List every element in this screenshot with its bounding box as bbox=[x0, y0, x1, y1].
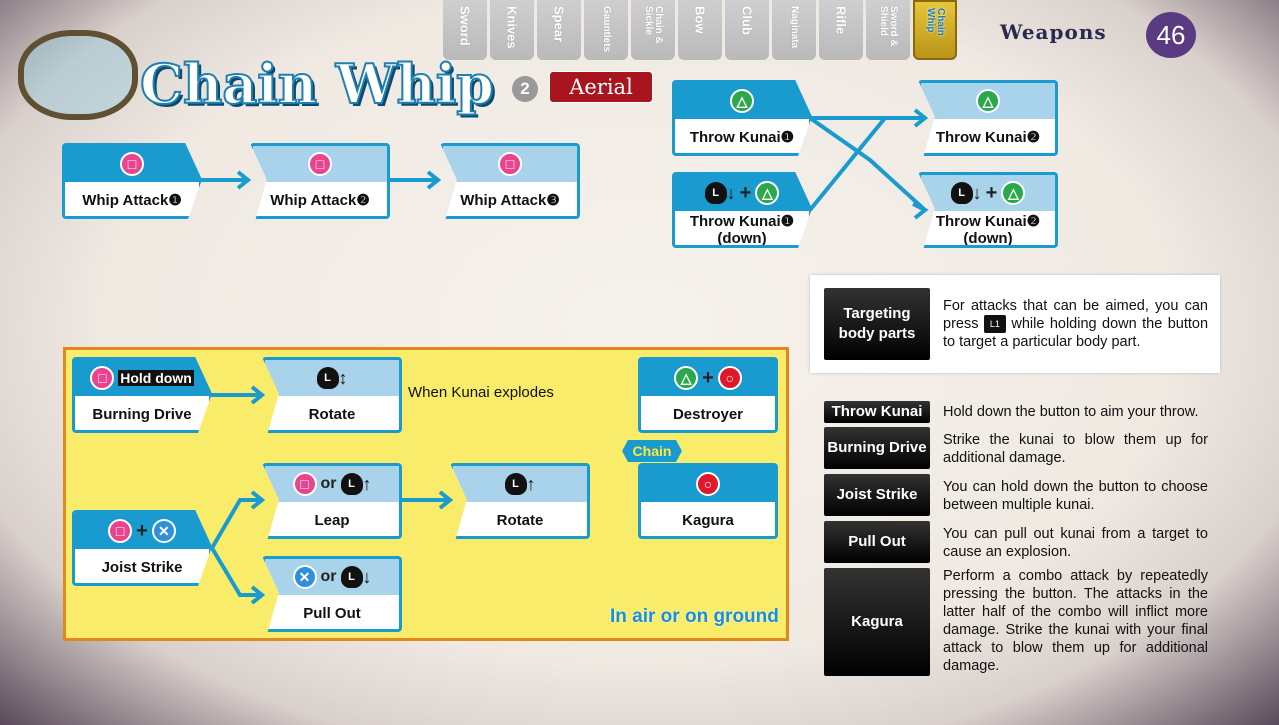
weapon-tabs: Sword Knives Spear Gauntlets Chain & Sic… bbox=[443, 0, 957, 60]
left-stick-up-icon: L↑ bbox=[340, 473, 372, 495]
move-destroyer: △+○ Destroyer bbox=[638, 357, 778, 433]
tab-gauntlets[interactable]: Gauntlets bbox=[584, 0, 628, 60]
info-text: while holding down the button to target … bbox=[943, 316, 1209, 351]
square-button-icon: □ bbox=[90, 366, 115, 390]
move-label: Pull Out bbox=[303, 605, 361, 622]
move-throw-kunai-1: △ Throw Kunai❶ bbox=[672, 80, 812, 156]
chain-badge: Chain bbox=[622, 440, 682, 462]
cross-button-icon: ✕ bbox=[292, 565, 317, 589]
plus: + bbox=[739, 181, 752, 204]
l1-button-icon: L1 bbox=[983, 315, 1006, 334]
tab-sword-shield[interactable]: Sword & Shield bbox=[866, 0, 910, 60]
move-rotate-1: L↕ Rotate bbox=[262, 357, 402, 433]
tab-bow[interactable]: Bow bbox=[678, 0, 722, 60]
move-throw-kunai-2-down: L↓+△ Throw Kunai❷ (down) bbox=[918, 172, 1058, 248]
move-label: Throw Kunai❷ (down) bbox=[935, 212, 1041, 247]
circle-button-icon: ○ bbox=[696, 472, 720, 496]
square-button-icon: □ bbox=[108, 519, 133, 543]
glossary-term: Joist Strike bbox=[824, 474, 930, 516]
move-label: Throw Kunai❷ bbox=[935, 129, 1041, 146]
or-label: or bbox=[320, 475, 337, 492]
move-label: Throw Kunai❶ bbox=[689, 129, 795, 146]
glossary-desc: Perform a combo attack by repeatedly pre… bbox=[943, 568, 1208, 674]
triangle-button-icon: △ bbox=[1001, 181, 1026, 205]
page-title: Chain Whip bbox=[139, 51, 495, 117]
or-label: or bbox=[320, 568, 337, 585]
triangle-button-icon: △ bbox=[674, 366, 699, 390]
move-label: Destroyer bbox=[672, 406, 744, 423]
move-label: Joist Strike bbox=[101, 559, 183, 576]
glossary-desc: You can hold down the button to choose b… bbox=[943, 479, 1208, 513]
plus: + bbox=[136, 519, 148, 542]
move-label: Kagura bbox=[682, 512, 734, 529]
section-title: Weapons bbox=[1000, 20, 1107, 44]
tab-club[interactable]: Club bbox=[725, 0, 769, 60]
glossary-desc: Strike the kunai to blow them up for add… bbox=[943, 432, 1208, 466]
move-whip-attack-2: □ Whip Attack❷ bbox=[250, 143, 390, 219]
tab-rifle[interactable]: Rifle bbox=[819, 0, 863, 60]
plus: + bbox=[702, 366, 714, 389]
tab-naginata[interactable]: Naginata bbox=[772, 0, 816, 60]
triangle-button-icon: △ bbox=[976, 89, 1000, 113]
move-label: Throw Kunai❶ (down) bbox=[689, 212, 795, 247]
cross-button-icon: ✕ bbox=[151, 519, 176, 543]
move-whip-attack-3: □ Whip Attack❸ bbox=[440, 143, 580, 219]
arrow bbox=[200, 170, 252, 190]
square-button-icon: □ bbox=[498, 152, 522, 176]
left-stick-down-icon: L↓ bbox=[340, 566, 372, 588]
move-throw-kunai-2: △ Throw Kunai❷ bbox=[918, 80, 1058, 156]
left-stick-up-icon: L↑ bbox=[504, 473, 536, 495]
chain-whip-logo-icon bbox=[18, 30, 138, 120]
square-button-icon: □ bbox=[120, 152, 144, 176]
tab-chain-whip[interactable]: Chain Whip bbox=[913, 0, 957, 60]
move-label: Whip Attack❷ bbox=[270, 192, 370, 209]
square-button-icon: □ bbox=[308, 152, 332, 176]
plus: + bbox=[985, 181, 998, 204]
in-air-note: In air or on ground bbox=[610, 606, 779, 627]
targeting-info: Targeting body parts For attacks that ca… bbox=[810, 275, 1220, 373]
circle-button-icon: ○ bbox=[717, 366, 742, 390]
move-label: Burning Drive bbox=[92, 406, 192, 423]
triangle-button-icon: △ bbox=[755, 181, 780, 205]
move-rotate-2: L↑ Rotate bbox=[450, 463, 590, 539]
move-label: Rotate bbox=[308, 406, 356, 423]
explode-note: When Kunai explodes bbox=[408, 384, 554, 401]
tab-knives[interactable]: Knives bbox=[490, 0, 534, 60]
left-stick-updown-icon: L↕ bbox=[316, 367, 348, 389]
move-throw-kunai-1-down: L↓+△ Throw Kunai❶ (down) bbox=[672, 172, 812, 248]
glossary-desc: You can pull out kunai from a target to … bbox=[943, 526, 1208, 560]
tab-sword[interactable]: Sword bbox=[443, 0, 487, 60]
move-label: Whip Attack❸ bbox=[460, 192, 560, 209]
move-joist-strike: □+✕ Joist Strike bbox=[72, 510, 212, 586]
info-text: For attacks that can be aimed, you can p… bbox=[943, 298, 1208, 332]
move-whip-attack-1: □ Whip Attack❶ bbox=[62, 143, 202, 219]
glossary-term: Throw Kunai bbox=[824, 401, 930, 423]
targeting-label: Targeting body parts bbox=[824, 288, 930, 360]
glossary-desc: Hold down the button to aim your throw. bbox=[943, 404, 1199, 420]
page-number: 46 bbox=[1146, 12, 1196, 58]
glossary-term: Pull Out bbox=[824, 521, 930, 563]
move-kagura: ○ Kagura bbox=[638, 463, 778, 539]
move-label: Whip Attack❶ bbox=[82, 192, 182, 209]
mode-badge: Aerial bbox=[549, 71, 653, 103]
hold-down-label: Hold down bbox=[118, 370, 194, 386]
glossary-term: Burning Drive bbox=[824, 427, 930, 469]
glossary-term: Kagura bbox=[824, 568, 930, 676]
tab-spear[interactable]: Spear bbox=[537, 0, 581, 60]
square-button-icon: □ bbox=[292, 472, 317, 496]
move-label: Leap bbox=[314, 512, 350, 529]
left-stick-down-icon: L↓ bbox=[704, 182, 736, 204]
left-stick-down-icon: L↓ bbox=[950, 182, 982, 204]
section-number: 2 bbox=[512, 76, 538, 102]
tab-chain-sickle[interactable]: Chain & Sickle bbox=[631, 0, 675, 60]
move-label: Rotate bbox=[496, 512, 544, 529]
triangle-button-icon: △ bbox=[730, 89, 754, 113]
